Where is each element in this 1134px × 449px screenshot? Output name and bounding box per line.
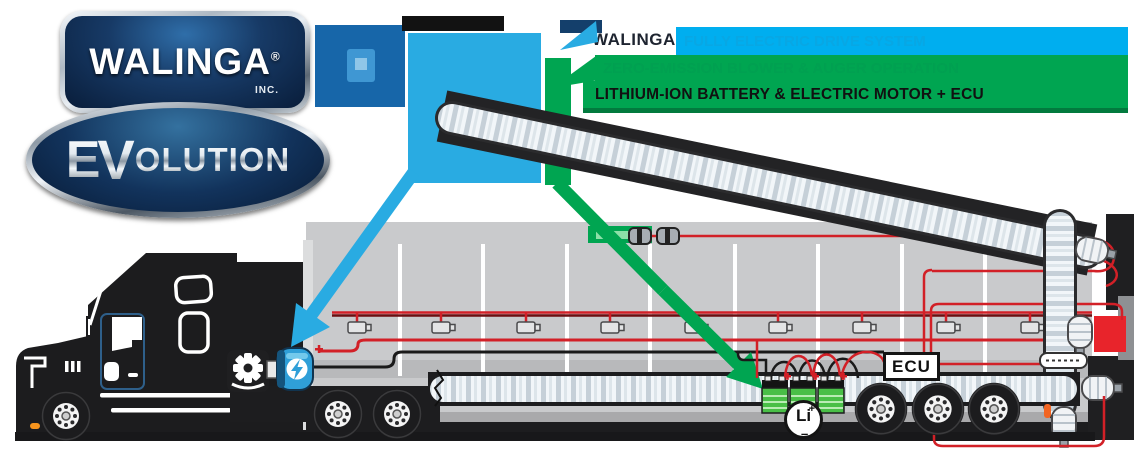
heading-green-shadow xyxy=(583,108,1128,113)
tank-dividers xyxy=(398,244,987,376)
heading-line1-prefix: WALINGA xyxy=(592,29,676,49)
evolution-logo-plate: E V OLUTION xyxy=(32,108,324,212)
evolution-e: E xyxy=(65,131,101,189)
ecu-label: ECU xyxy=(883,352,940,381)
walinga-inc: INC. xyxy=(255,85,279,96)
registered-mark: ® xyxy=(270,49,281,64)
electric-blower-motor xyxy=(276,347,314,391)
boom-auger xyxy=(435,90,1103,276)
sleeper-window-upper xyxy=(173,274,214,305)
lithium-symbol: Li xyxy=(795,406,812,425)
wiring-harness xyxy=(313,234,1124,369)
red-component xyxy=(1094,316,1126,352)
walinga-wordmark: WALINGA® xyxy=(89,41,281,82)
lithium-plus-sign: + xyxy=(808,403,815,415)
evolution-v: V xyxy=(97,128,135,191)
lithium-badge: + Li – xyxy=(784,400,823,441)
lithium-minus-sign: – xyxy=(801,426,809,441)
bottom-wire xyxy=(932,384,1106,448)
ground-shadow xyxy=(15,432,1095,441)
door-outline xyxy=(100,313,145,390)
a-pillar-trim xyxy=(88,280,106,326)
cyan-bullet-arrow-icon xyxy=(560,21,598,50)
evolution-logo: E V OLUTION xyxy=(26,102,330,218)
heading-decoration xyxy=(402,16,602,88)
door-handle xyxy=(128,373,138,377)
gear-icon xyxy=(233,353,263,383)
marker-light-icon xyxy=(30,423,40,429)
heading-line1-highlight: FULLY ELECTRIC DRIVE SYSTEM xyxy=(676,27,1128,56)
evolution-rest: OLUTION xyxy=(134,141,291,178)
blue-arrowhead-icon xyxy=(291,303,330,347)
sleeper-window-lower xyxy=(178,311,210,354)
green-arrow-shaft-upper xyxy=(552,178,668,295)
chain-coupler xyxy=(1039,352,1088,369)
blue-arrow xyxy=(291,168,420,347)
door-window xyxy=(112,317,142,351)
walinga-logo-plate: WALINGA® INC. xyxy=(65,16,305,108)
lightning-bolt-icon xyxy=(291,359,303,380)
blower-drive xyxy=(227,347,314,392)
orange-marker-icon xyxy=(1044,404,1051,418)
hood-trim xyxy=(24,356,47,388)
plug-glyph-icon xyxy=(347,49,375,82)
door-vent xyxy=(104,362,119,381)
heading-line2-highlight: ZERO-EMISSION BLOWER & AUGER OPERATION xyxy=(595,55,1128,81)
heading-line3: LITHIUM-ION BATTERY & ELECTRIC MOTOR + E… xyxy=(583,81,1128,109)
ev-charge-icon xyxy=(315,25,405,107)
walinga-logo: WALINGA® INC. xyxy=(60,11,310,113)
